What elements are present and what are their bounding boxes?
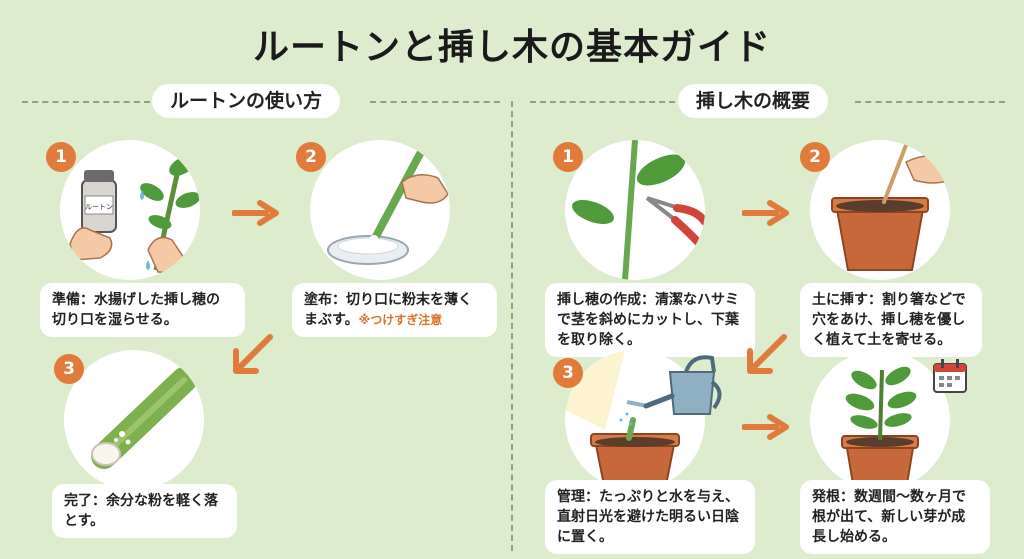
section-heading-ruton: ルートンの使い方 bbox=[152, 84, 341, 118]
step-caption: 準備：水揚げした挿し穂の切り口を湿らせる。 bbox=[40, 283, 245, 337]
arrow-right-icon bbox=[232, 200, 279, 226]
arrow-down-left-icon bbox=[233, 334, 273, 374]
arrow-right-icon bbox=[742, 414, 789, 440]
step-caption: 管理：たっぷりと水を与え、直射日光を避けた明るい日陰に置く。 bbox=[545, 480, 755, 554]
step-illustration-ruton-apply bbox=[310, 140, 450, 280]
step-caption: 完了：余分な粉を軽く落とす。 bbox=[52, 484, 237, 538]
divider bbox=[22, 101, 150, 103]
column-divider bbox=[511, 101, 513, 551]
section-heading-cutting: 挿し木の概要 bbox=[678, 84, 829, 118]
step-caption: 挿し穂の作成：清潔なハサミで茎を斜めにカットし、下葉を取り除く。 bbox=[545, 283, 755, 357]
divider bbox=[370, 101, 500, 103]
step-caption-text: 完了：余分な粉を軽く落とす。 bbox=[64, 493, 218, 529]
step-illustration-ruton-finish bbox=[64, 350, 204, 490]
step-number-badge: 1 bbox=[553, 142, 583, 172]
step-illustration-ruton-prepare: ルートン bbox=[60, 140, 200, 280]
step-caption: 発根：数週間～数ヶ月で根が出て、新しい芽が成長し始める。 bbox=[800, 480, 990, 554]
step-caption-text: 挿し穂の作成：清潔なハサミで茎を斜めにカットし、下葉を取り除く。 bbox=[557, 292, 739, 348]
arrow-right-icon bbox=[742, 200, 789, 226]
step-number-badge: 3 bbox=[553, 358, 583, 388]
page-title: ルートンと挿し木の基本ガイド bbox=[252, 27, 771, 68]
divider bbox=[855, 101, 1005, 103]
step-illustration-cutting-prepare bbox=[565, 140, 705, 280]
step-caption: 塗布：切り口に粉末を薄くまぶす。※つけすぎ注意 bbox=[292, 283, 497, 337]
step-illustration-cutting-rooting bbox=[810, 350, 950, 490]
step-number-badge: 1 bbox=[46, 142, 76, 172]
step-caption-text: 土に挿す：割り箸などで穴をあけ、挿し穂を優しく植えて土を寄せる。 bbox=[812, 292, 966, 348]
step-caption-text: 塗布：切り口に粉末を薄くまぶす。 bbox=[304, 292, 472, 328]
step-caption: 土に挿す：割り箸などで穴をあけ、挿し穂を優しく植えて土を寄せる。 bbox=[800, 283, 982, 357]
bottle-label: ルートン bbox=[85, 203, 113, 211]
step-number-badge: 2 bbox=[296, 142, 326, 172]
warning-note: ※つけすぎ注意 bbox=[358, 313, 443, 327]
step-caption-text: 管理：たっぷりと水を与え、直射日光を避けた明るい日陰に置く。 bbox=[557, 489, 739, 545]
step-caption-text: 発根：数週間～数ヶ月で根が出て、新しい芽が成長し始める。 bbox=[812, 489, 966, 545]
watering-can-icon bbox=[643, 355, 722, 415]
step-number-badge: 3 bbox=[54, 354, 84, 384]
step-illustration-cutting-plant bbox=[810, 140, 950, 280]
step-illustration-cutting-water bbox=[565, 350, 705, 490]
calendar-icon bbox=[933, 359, 967, 393]
step-number-badge: 2 bbox=[800, 142, 830, 172]
arrow-down-left-icon bbox=[747, 334, 787, 374]
step-caption-text: 準備：水揚げした挿し穂の切り口を湿らせる。 bbox=[52, 292, 220, 328]
divider bbox=[530, 101, 675, 103]
